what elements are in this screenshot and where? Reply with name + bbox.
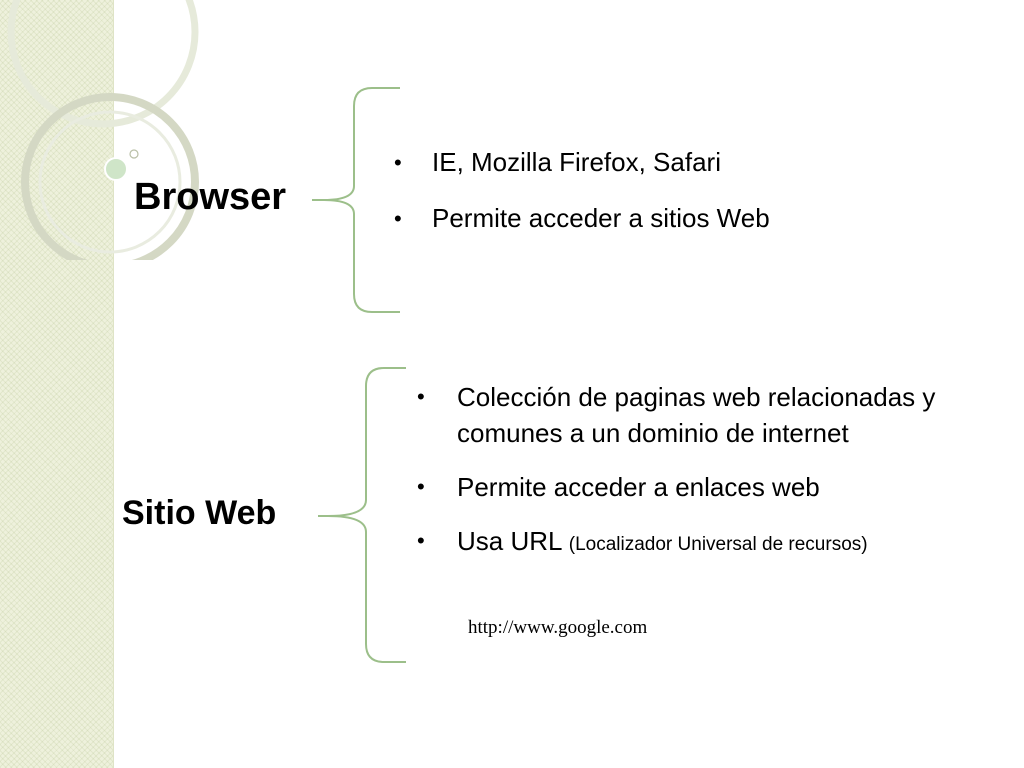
list-item: • IE, Mozilla Firefox, Safari: [394, 145, 770, 180]
list-item: • Permite acceder a sitios Web: [394, 201, 770, 236]
sitio-web-item-text: Usa URL: [457, 526, 562, 556]
small-dot-icon: [129, 149, 139, 159]
large-circle-ring: [7, 0, 199, 128]
list-item: • Permite acceder a enlaces web: [417, 469, 957, 505]
decorative-circles: [7, 0, 199, 260]
browser-heading: Browser: [134, 176, 287, 218]
browser-brace: [323, 87, 400, 313]
green-dot-icon: [104, 157, 128, 181]
bullet-icon: •: [417, 474, 425, 499]
inner-circle-ring: [38, 110, 182, 254]
browser-item-text: IE, Mozilla Firefox, Safari: [432, 147, 721, 177]
list-item: • Colección de paginas web relacionadas …: [417, 379, 957, 451]
sitio-web-brace: [327, 367, 406, 663]
mid-circle-ring: [21, 93, 199, 260]
sitio-web-bullet-list: • Colección de paginas web relacionadas …: [417, 379, 957, 581]
bullet-icon: •: [417, 384, 425, 409]
bullet-icon: •: [394, 206, 402, 231]
sitio-web-item-text: Colección de paginas web relacionadas y …: [457, 382, 936, 448]
example-url: http://www.google.com: [468, 617, 648, 638]
bullet-icon: •: [394, 150, 402, 175]
url-acronym-note: (Localizador Universal de recursos): [568, 534, 868, 555]
list-item: • Usa URL (Localizador Universal de recu…: [417, 523, 957, 563]
sitio-web-heading: Sitio Web: [122, 494, 277, 532]
browser-bullet-list: • IE, Mozilla Firefox, Safari • Permite …: [394, 145, 770, 257]
sitio-web-item-text: Permite acceder a enlaces web: [457, 472, 820, 502]
browser-item-text: Permite acceder a sitios Web: [432, 203, 770, 233]
decorative-side-panel: [0, 0, 114, 768]
bullet-icon: •: [417, 528, 425, 553]
